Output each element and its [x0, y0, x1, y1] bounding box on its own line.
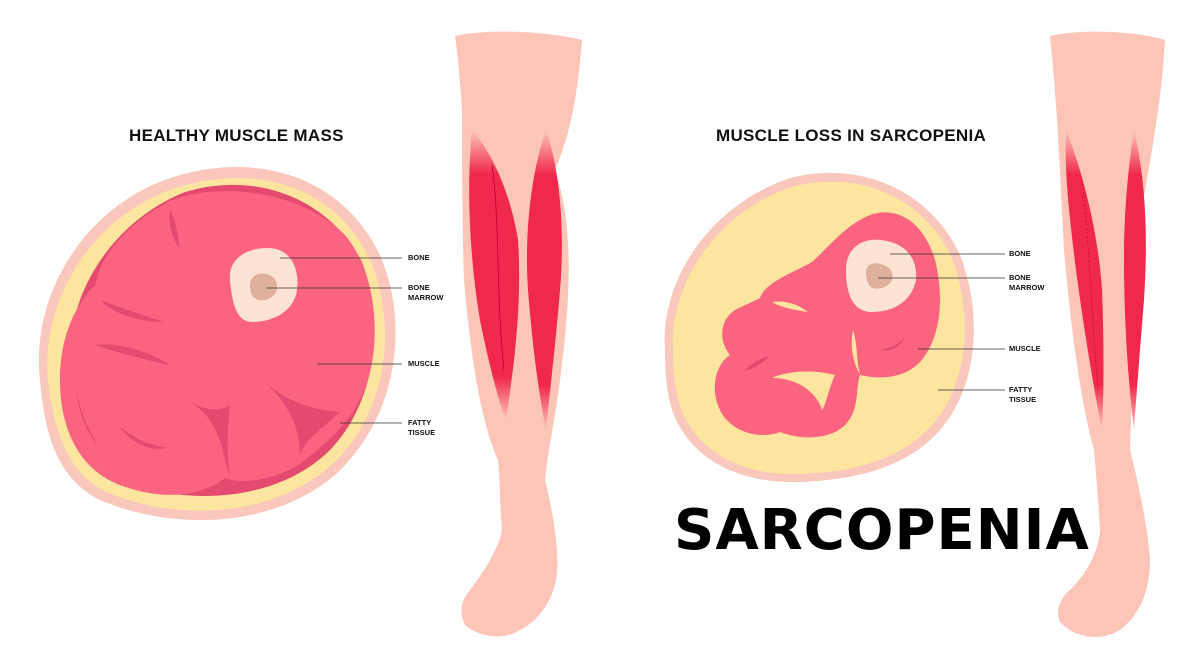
calf-muscle-line: [491, 164, 505, 371]
muscle-gap: [851, 330, 860, 375]
healthy-label-bone-marrow: BONE MARROW: [408, 283, 444, 302]
healthy-panel-title: HEALTHY MUSCLE MASS: [129, 126, 344, 145]
sarcopenia-cross-section: [664, 172, 1005, 483]
sarcopenia-bone-marrow: [866, 263, 893, 289]
muscle-crease: [95, 344, 170, 365]
muscle-crease: [745, 356, 770, 370]
healthy-label-bone: BONE: [408, 253, 430, 262]
healthy-label-muscle: MUSCLE: [408, 359, 440, 368]
leg-skin: [455, 31, 582, 637]
sarcopenia-label-muscle: MUSCLE: [1009, 344, 1041, 353]
sarcopenia-leg: [1050, 31, 1165, 637]
sarcopenia-calf-muscle-right: [1124, 130, 1146, 430]
healthy-calf-muscle-right: [526, 130, 562, 430]
calf-muscle-line: [1081, 179, 1099, 391]
muscle-crease: [169, 210, 180, 248]
muscle-crease: [190, 402, 230, 478]
healthy-cross-section: [38, 166, 402, 521]
sarcopenia-label-fatty-tissue: FATTY TISSUE: [1009, 385, 1037, 404]
muscle-crease: [100, 300, 165, 322]
muscle-crease: [118, 425, 168, 449]
sarcopenia-label-bone: BONE: [1009, 249, 1031, 258]
muscle-gap: [772, 301, 808, 312]
healthy-bone-marrow: [250, 273, 278, 301]
sarcopenia-calf-muscle-left: [1065, 130, 1104, 430]
muscle-crease: [880, 337, 905, 351]
main-title: SARCOPENIA: [674, 498, 1090, 563]
sarcopenia-panel-title: MUSCLE LOSS IN SARCOPENIA: [716, 126, 987, 145]
muscle-crease: [265, 382, 340, 455]
healthy-leg: [455, 31, 582, 637]
healthy-calf-muscle-left: [469, 130, 520, 420]
healthy-label-fatty-tissue: FATTY TISSUE: [408, 418, 436, 437]
sarcopenia-label-bone-marrow: BONE MARROW: [1009, 273, 1045, 292]
muscle-gap: [772, 371, 835, 410]
